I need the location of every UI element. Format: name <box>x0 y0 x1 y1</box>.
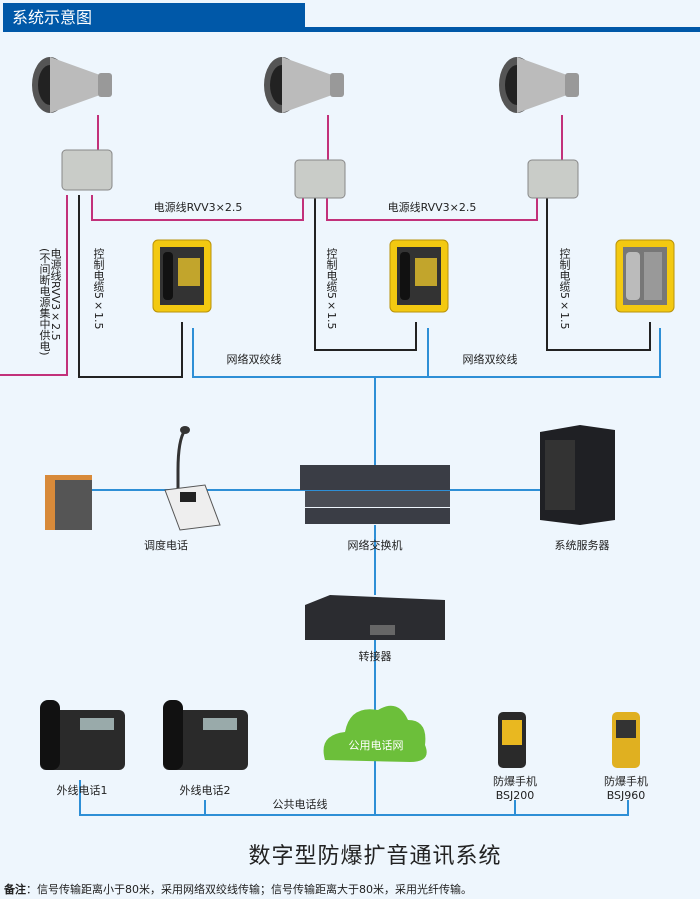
network-switch-label: 网络交换机 <box>347 539 403 552</box>
section-header: 系统示意图 <box>3 3 305 32</box>
footnote-text: ：信号传输距离小于80米，采用网络双绞线传输；信号传输距离大于80米，采用光纤传… <box>26 883 472 896</box>
power-cable-left-label: 电源线RVV3×2.5 <box>49 248 62 341</box>
public-line-label: 公共电话线 <box>272 798 328 811</box>
desk-phone-icon <box>163 700 248 770</box>
handset-bsj960-icon <box>612 712 640 768</box>
explosion-proof-phone-icon <box>615 239 675 313</box>
network-cable-label-2: 网络双绞线 <box>462 353 518 366</box>
control-line-1 <box>78 195 183 378</box>
control-cable-label-3: 控制电缆5×1.5 <box>558 248 571 330</box>
horn-speaker-icon <box>32 57 112 113</box>
power-line-1 <box>91 195 304 221</box>
power-line-left <box>0 195 68 376</box>
diagram-title: 数字型防爆扩音通讯系统 <box>248 844 502 869</box>
speaker-box-icon <box>45 475 92 530</box>
public-network-label: 公用电话网 <box>348 739 404 752</box>
horn-speaker-icon <box>499 57 579 113</box>
control-cable-label-1: 控制电缆5×1.5 <box>92 248 105 330</box>
system-server-label: 系统服务器 <box>554 539 610 552</box>
footnote-label: 备注 <box>4 883 26 896</box>
network-line-1 <box>192 328 661 378</box>
desk-phone-icon <box>40 700 125 770</box>
network-cable-label-1: 网络双绞线 <box>226 353 282 366</box>
cloud-icon <box>323 705 427 762</box>
power-cable-label-2: 电源线RVV3×2.5 <box>387 201 477 214</box>
converter-icon <box>305 595 445 640</box>
explosion-proof-phone-icon <box>389 239 449 313</box>
handset-2-name: 防爆手机 <box>604 775 648 788</box>
power-line-2 <box>326 198 538 221</box>
explosion-proof-phone-icon <box>152 239 212 313</box>
handset-1-name: 防爆手机 <box>493 775 537 788</box>
power-cable-label-1: 电源线RVV3×2.5 <box>153 201 243 214</box>
outside-phone-2-label: 外线电话2 <box>179 784 231 797</box>
dispatch-phone-icon <box>164 426 221 531</box>
public-line <box>79 780 629 816</box>
control-lines <box>78 195 651 378</box>
dispatch-phone-label: 调度电话 <box>144 539 188 552</box>
handset-1-model: BSJ200 <box>495 789 535 802</box>
power-lines <box>0 115 563 376</box>
outside-phone-1-label: 外线电话1 <box>56 784 108 797</box>
server-icon <box>540 425 615 525</box>
junction-box-icon <box>527 159 579 199</box>
converter-label: 转接器 <box>358 650 392 663</box>
network-switch-icon <box>300 465 450 524</box>
junction-box-icon <box>294 159 346 199</box>
header-rule <box>305 27 700 32</box>
handset-2-model: BSJ960 <box>606 789 646 802</box>
handset-bsj200-icon <box>498 712 526 768</box>
control-line-3 <box>546 198 651 351</box>
control-cable-label-2: 控制电缆5×1.5 <box>325 248 338 330</box>
footnote: 备注：信号传输距离小于80米，采用网络双绞线传输；信号传输距离大于80米，采用光… <box>4 881 472 897</box>
junction-box-icon <box>61 149 113 191</box>
control-line-2 <box>314 198 417 351</box>
power-cable-left-note: (不间断电源集中供电) <box>38 248 51 356</box>
horn-speaker-icon <box>264 57 344 113</box>
